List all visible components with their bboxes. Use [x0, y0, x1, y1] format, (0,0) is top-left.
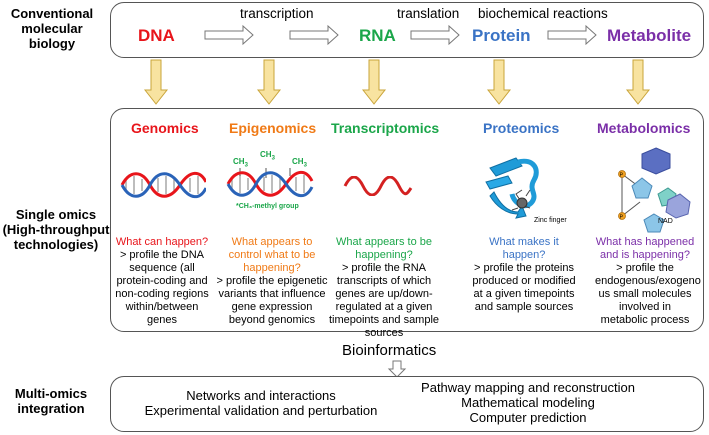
row-label-single-omics: Single omics (High-throughput technologi…: [2, 207, 110, 252]
svg-text:P: P: [620, 215, 624, 221]
row-label-multi-omics: Multi-omics integration: [14, 386, 88, 416]
proteomics-description: What makes it happen? > profile the prot…: [472, 236, 576, 313]
process-biochemical: biochemical reactions: [478, 6, 608, 21]
methyl-label: CH3: [233, 157, 248, 169]
multi-omics-box: [110, 376, 704, 432]
down-arrows: [143, 59, 651, 105]
arrow-right-icon: [547, 24, 597, 46]
title-metabolomics: Metabolomics: [597, 120, 691, 136]
arrow-down-icon: [486, 59, 512, 105]
methyl-label: CH3: [260, 150, 275, 162]
methyl-note: *CH₃-methyl group: [236, 203, 299, 210]
process-transcription: transcription: [240, 6, 314, 21]
zinc-finger-label: Zinc finger: [534, 217, 567, 224]
dna-helix-icon: [120, 171, 206, 199]
arrow-right-icon: [410, 24, 460, 46]
transcriptomics-description: What appears to be happening? > profile …: [328, 236, 440, 339]
genomics-description: What can happen? > profile the DNA seque…: [115, 236, 209, 326]
process-translation: translation: [397, 6, 460, 21]
term-protein: Protein: [472, 26, 531, 45]
arrow-down-icon: [387, 360, 407, 378]
title-genomics: Genomics: [131, 120, 199, 136]
rna-strand-icon: [343, 176, 413, 196]
multi-left-text: Networks and interactions Experimental v…: [144, 388, 378, 418]
multi-right-text: Pathway mapping and reconstruction Mathe…: [421, 380, 635, 425]
nad-molecule-icon: P P: [618, 147, 691, 233]
svg-text:P: P: [620, 173, 624, 179]
row-label-conventional: Conventional molecular biology: [10, 6, 94, 51]
nad-label: NAD: [658, 218, 673, 225]
arrow-right-icon: [289, 24, 339, 46]
methyl-label: CH3: [292, 157, 307, 169]
arrow-down-icon: [256, 59, 282, 105]
zinc-finger-protein-icon: [485, 157, 539, 219]
term-rna: RNA: [359, 26, 396, 45]
methylated-dna-icon: [226, 168, 314, 198]
single-omics-box: [110, 108, 704, 332]
metabolomics-description: What has happened and is happening? > pr…: [595, 236, 701, 326]
arrow-right-icon: [204, 24, 254, 46]
epigenomics-description: What appears to control what to be happe…: [216, 236, 328, 326]
arrow-down-icon: [361, 59, 387, 105]
arrow-down-icon: [625, 59, 651, 105]
title-proteomics: Proteomics: [483, 120, 560, 136]
conventional-box: [110, 2, 704, 58]
title-transcriptomics: Transcriptomics: [331, 120, 440, 136]
bioinformatics-label: Bioinformatics: [342, 342, 437, 359]
flow-arrows: [204, 24, 597, 46]
term-metabolite: Metabolite: [607, 26, 692, 45]
title-epigenomics: Epigenomics: [229, 120, 317, 136]
term-dna: DNA: [138, 26, 175, 45]
arrow-down-icon: [143, 59, 169, 105]
